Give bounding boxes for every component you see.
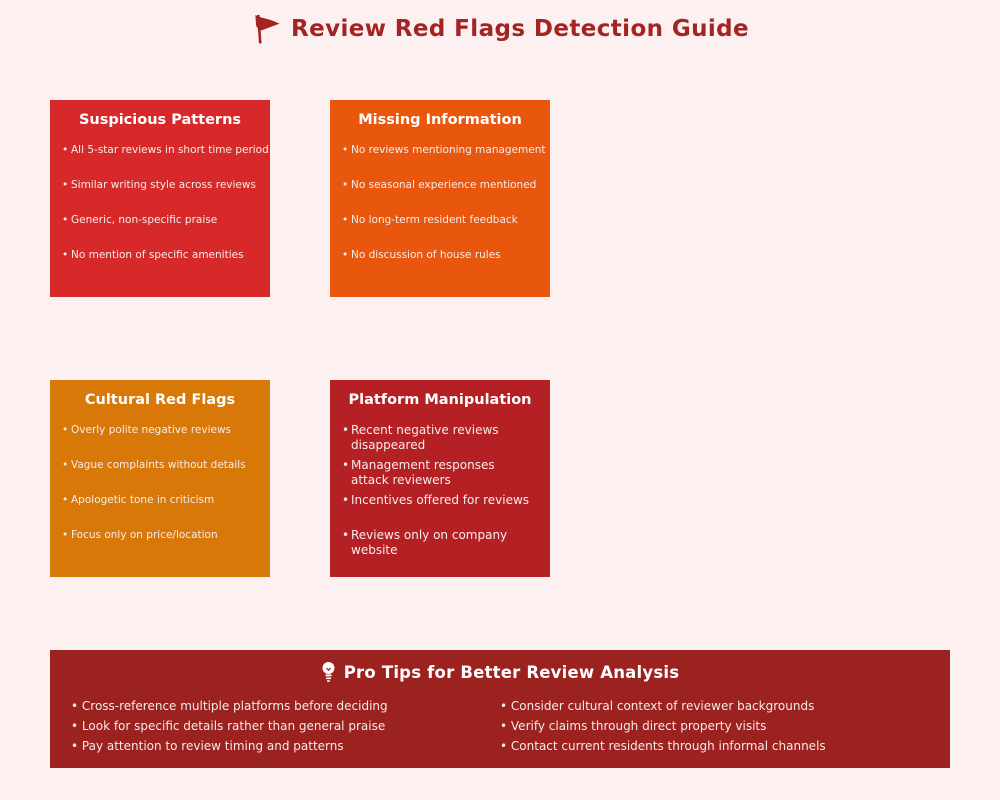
red-flag-icon (251, 12, 282, 46)
card-title: Suspicious Patterns (78, 112, 242, 128)
pro-tips-column-right: Consider cultural context of reviewer ba… (500, 696, 929, 756)
card-suspicious-patterns: Suspicious Patterns All 5-star reviews i… (50, 100, 270, 297)
card-list: Recent negative reviews disappeared Mana… (330, 423, 550, 563)
tip-item: Contact current residents through inform… (500, 736, 929, 756)
list-item: Overly polite negative reviews (62, 423, 270, 458)
card-list: Overly polite negative reviews Vague com… (50, 423, 270, 563)
card-missing-information: Missing Information No reviews mentionin… (330, 100, 550, 297)
list-item: No reviews mentioning management (342, 143, 550, 178)
card-list: No reviews mentioning management No seas… (330, 143, 550, 283)
page-header: Review Red Flags Detection Guide (0, 0, 1000, 46)
card-title: Platform Manipulation (348, 392, 532, 408)
list-item: All 5-star reviews in short time period (62, 143, 270, 178)
cards-grid: Suspicious Patterns All 5-star reviews i… (50, 100, 550, 577)
list-item: Vague complaints without details (62, 458, 270, 493)
list-item: Apologetic tone in criticism (62, 493, 270, 528)
list-item: Incentives offered for reviews (342, 493, 532, 528)
tip-item: Consider cultural context of reviewer ba… (500, 696, 929, 716)
list-item: No seasonal experience mentioned (342, 178, 550, 213)
list-item: No mention of specific amenities (62, 248, 270, 283)
list-item: Generic, non-specific praise (62, 213, 270, 248)
card-title: Cultural Red Flags (84, 392, 236, 408)
list-item: No long-term resident feedback (342, 213, 550, 248)
card-title: Missing Information (358, 112, 522, 128)
list-item: Reviews only on company website (342, 528, 532, 563)
card-platform-manipulation: Platform Manipulation Recent negative re… (330, 380, 550, 577)
list-item: Recent negative reviews disappeared (342, 423, 532, 458)
card-cultural-red-flags: Cultural Red Flags Overly polite negativ… (50, 380, 270, 577)
tip-item: Pay attention to review timing and patte… (71, 736, 500, 756)
pro-tips-columns: Cross-reference multiple platforms befor… (71, 696, 929, 756)
list-item: No discussion of house rules (342, 248, 550, 283)
page-title: Review Red Flags Detection Guide (290, 16, 750, 42)
pro-tips-title: Pro Tips for Better Review Analysis (343, 662, 680, 682)
pro-tips-column-left: Cross-reference multiple platforms befor… (71, 696, 500, 756)
pro-tips-header: Pro Tips for Better Review Analysis (71, 661, 929, 683)
list-item: Focus only on price/location (62, 528, 270, 563)
tip-item: Verify claims through direct property vi… (500, 716, 929, 736)
lightbulb-icon (321, 661, 336, 683)
tip-item: Cross-reference multiple platforms befor… (71, 696, 500, 716)
list-item: Management responses attack reviewers (342, 458, 532, 493)
card-list: All 5-star reviews in short time period … (50, 143, 270, 283)
list-item: Similar writing style across reviews (62, 178, 270, 213)
tip-item: Look for specific details rather than ge… (71, 716, 500, 736)
pro-tips-banner: Pro Tips for Better Review Analysis Cros… (50, 650, 950, 768)
